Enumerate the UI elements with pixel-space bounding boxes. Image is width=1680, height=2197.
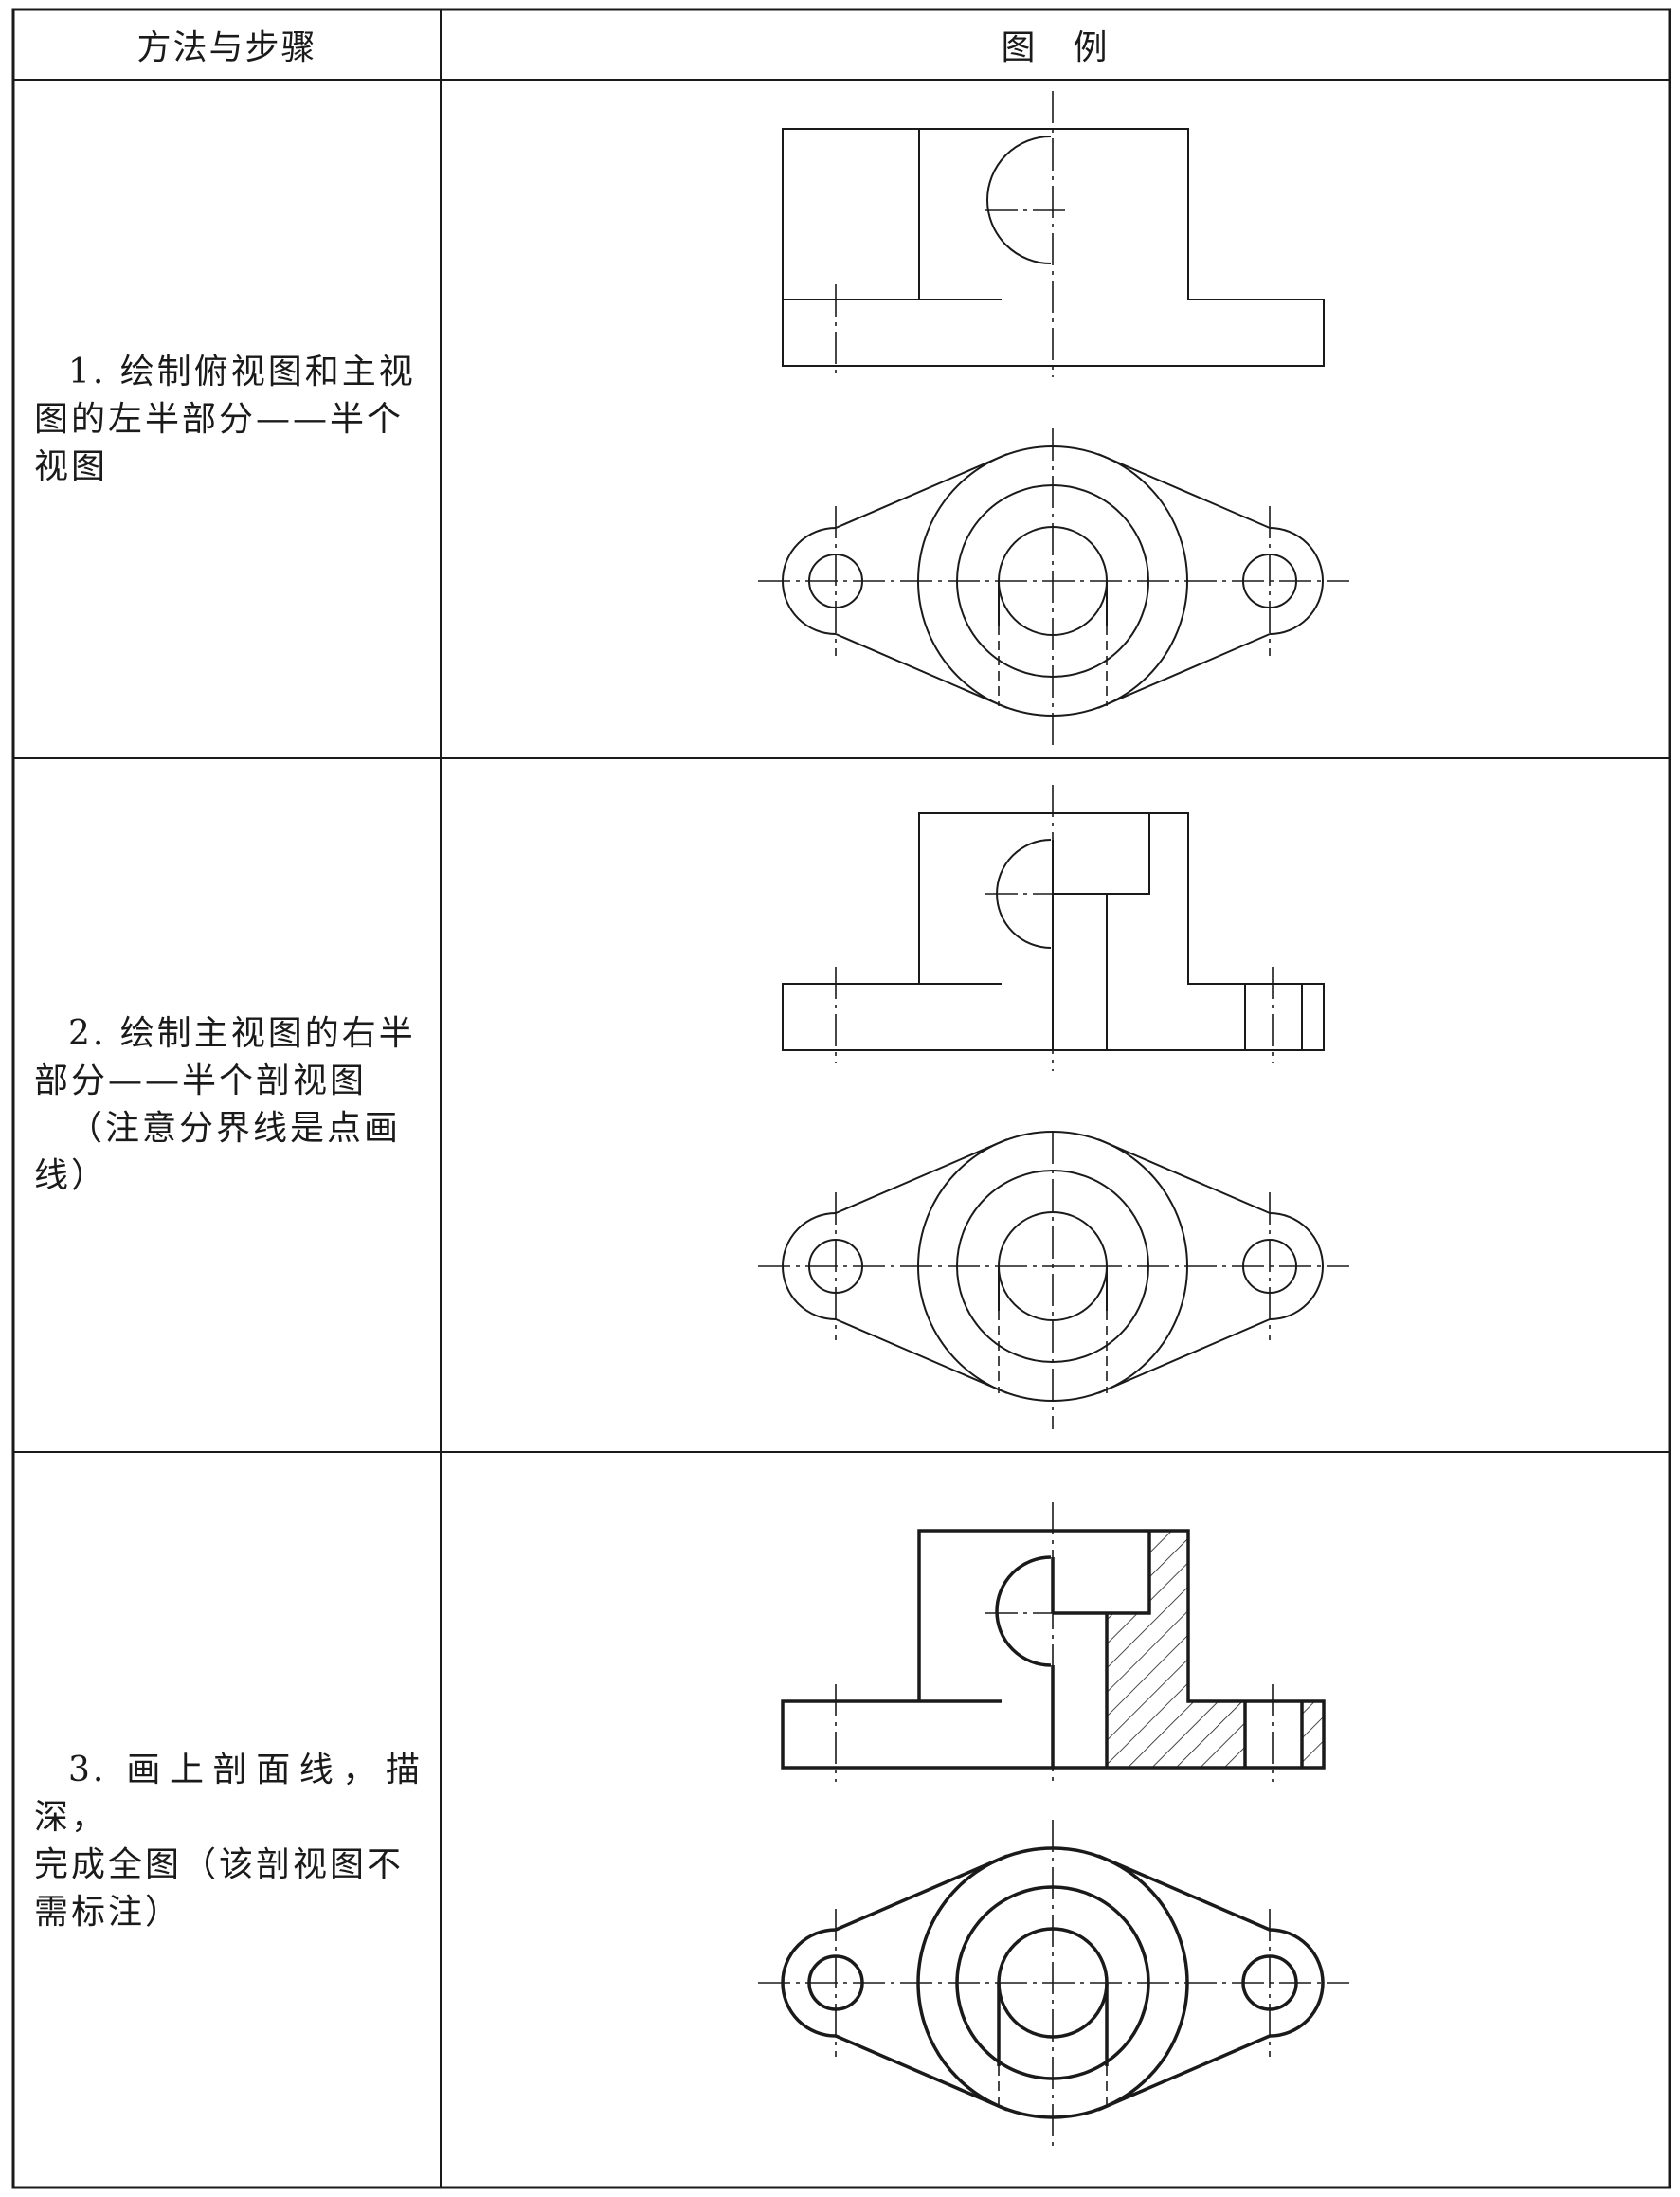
step-1-top-centerlines xyxy=(758,428,1349,749)
header-illustration: 图 例 xyxy=(1001,28,1110,67)
step-3-front-centerlines xyxy=(835,1502,1274,1787)
step-3-line-1: 3. 画上剖面线，描深， xyxy=(34,1751,423,1837)
step-1-front-view-outline xyxy=(782,128,1325,367)
step-1-line-1: 1. 绘制俯视图和主视 xyxy=(68,353,416,391)
step-3-top-hidden-lines xyxy=(998,2066,1108,2110)
step-3-line-3: 需标注） xyxy=(34,1893,183,1932)
step-1-front-centerlines xyxy=(835,91,1071,377)
step-1-top-hidden-lines xyxy=(998,626,1108,706)
step-3-line-2: 完成全图（该剖视图不 xyxy=(34,1845,405,1884)
step-2-top-centerlines xyxy=(758,1132,1349,1429)
step-2-top-hidden-lines xyxy=(998,1311,1108,1393)
step-2-line-3: （注意分界线是点画 xyxy=(68,1109,402,1148)
step-3-hatch-areas xyxy=(1107,1531,1324,1768)
step-1-line-3: 视图 xyxy=(34,447,109,486)
step-2-front-centerlines xyxy=(835,785,1274,1071)
step-1-line-2: 图的左半部分——半个 xyxy=(34,400,405,439)
step-2-line-4: 线） xyxy=(34,1156,109,1195)
step-2-line-2: 部分——半个剖视图 xyxy=(34,1062,368,1100)
step-3-text: 3. 画上剖面线，描深， 完成全图（该剖视图不 需标注） xyxy=(34,1747,423,1936)
step-2-line-1: 2. 绘制主视图的右半 xyxy=(68,1014,416,1053)
step-2-text: 2. 绘制主视图的右半 部分——半个剖视图 （注意分界线是点画 线） xyxy=(34,1010,423,1200)
step-3-top-centerlines xyxy=(758,1820,1349,2150)
header-method-steps: 方法与步骤 xyxy=(136,28,317,67)
step-1-text: 1. 绘制俯视图和主视 图的左半部分——半个 视图 xyxy=(34,349,423,491)
